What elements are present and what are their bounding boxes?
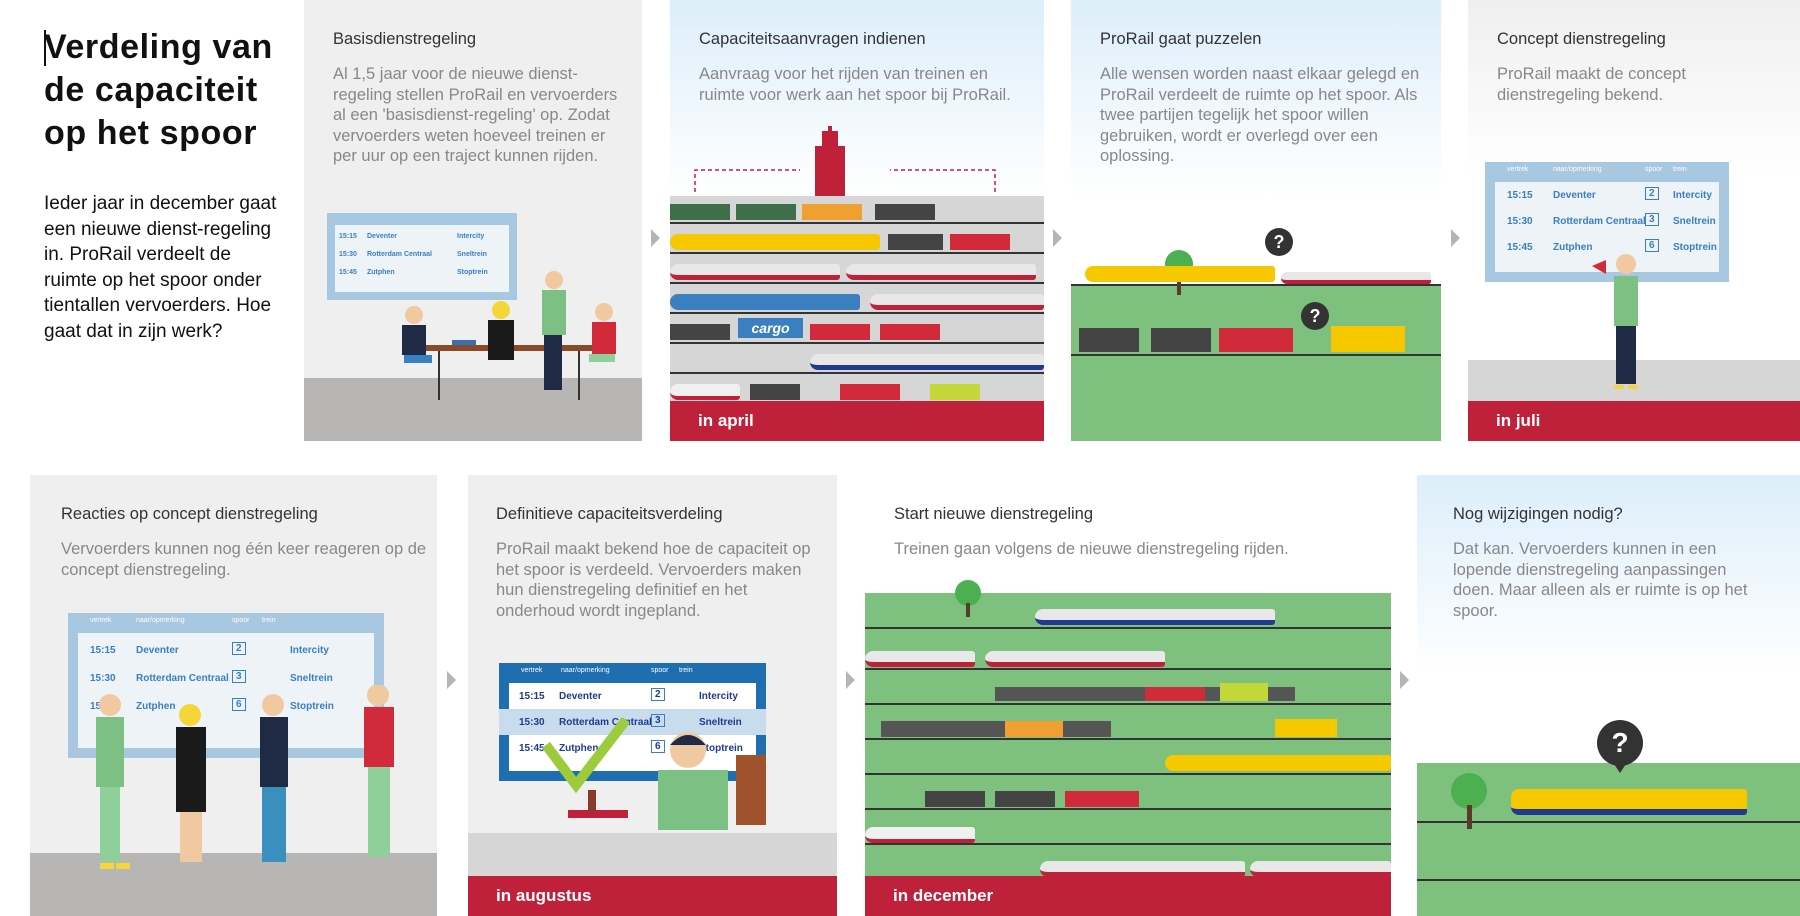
panel-text: Vervoerders kunnen nog één keer reageren…: [61, 540, 427, 579]
panel-basisdienstregeling: Basisdienstregeling Al 1,5 jaar voor de …: [304, 0, 642, 441]
step-arrow: [1451, 229, 1460, 247]
announcer-illustration: [1592, 254, 1638, 389]
panel-title: Reacties op concept dienstregeling: [61, 505, 318, 523]
intro-text: Ieder jaar in december gaat een nieuwe d…: [44, 193, 277, 342]
panel-title: Definitieve capaciteitsverdeling: [496, 505, 723, 523]
step-arrow: [1400, 671, 1409, 689]
panel-text: ProRail maakt de concept dienstregeling …: [1497, 65, 1686, 104]
panel-footer: in april: [670, 401, 1044, 441]
panel-title: Basisdienstregeling: [333, 30, 477, 48]
step-arrow: [447, 671, 456, 689]
step-arrow: [846, 671, 855, 689]
timetable-board: vertrek naar/opmerking spoor trein 15:15…: [68, 613, 384, 758]
panel-title: Nog wijzigingen nodig?: [1453, 505, 1623, 523]
discussion-illustration: [96, 685, 394, 869]
panel-title: Capaciteitsaanvragen indienen: [699, 30, 926, 48]
panel-capaciteitsaanvragen: Capaciteitsaanvragen indienen Aanvraag v…: [670, 0, 1044, 441]
step-arrow: [1053, 229, 1062, 247]
question-marker-icon: ?: [1301, 302, 1329, 330]
question-marker-icon: ?: [1597, 720, 1643, 766]
panel-text: Treinen gaan volgens de nieuwe dienstreg…: [894, 540, 1289, 558]
panel-text: Dat kan. Vervoerders kunnen in een lopen…: [1453, 540, 1748, 620]
step-arrow: [651, 229, 660, 247]
text-cursor: [44, 30, 46, 66]
meeting-illustration: [402, 271, 616, 400]
panel-reacties: Reacties op concept dienstregeling Vervo…: [30, 475, 437, 916]
panel-text: Al 1,5 jaar voor de nieuwe dienst-regeli…: [333, 65, 618, 166]
floor: [304, 378, 642, 441]
panel-text: ProRail maakt bekend hoe de capaciteit o…: [496, 540, 811, 620]
panel-concept-dienstregeling: Concept dienstregeling ProRail maakt de …: [1468, 0, 1800, 441]
timetable-board: vertrek naar/opmerking spoor trein 15:15…: [1485, 162, 1729, 282]
judge-illustration: [568, 732, 766, 830]
panel-text: Alle wensen worden naast elkaar gelegd e…: [1100, 65, 1420, 166]
panel-footer: in juli: [1468, 401, 1800, 441]
tree-icon: [1451, 773, 1487, 809]
panel-title: Start nieuwe dienstregeling: [894, 505, 1094, 523]
prorail-building-icon: [815, 126, 845, 196]
page-title: Verdeling van de capaciteit op het spoor: [44, 28, 273, 152]
checkmark-icon: [542, 716, 630, 794]
panel-title: ProRail gaat puzzelen: [1100, 30, 1262, 48]
panel-footer: in december: [865, 876, 1391, 916]
panel-puzzelen: ProRail gaat puzzelen Alle wensen worden…: [1071, 0, 1441, 441]
grass: [1071, 284, 1441, 441]
tree-icon: [955, 580, 981, 606]
panel-definitieve-verdeling: Definitieve capaciteitsverdeling ProRail…: [468, 475, 837, 916]
panel-footer: in augustus: [468, 876, 837, 916]
request-arrows-icon: [694, 169, 996, 192]
panel-start-dienstregeling: Start nieuwe dienstregeling Treinen gaan…: [865, 475, 1391, 916]
panel-wijzigingen: Nog wijzigingen nodig? Dat kan. Vervoerd…: [1417, 475, 1800, 916]
question-marker-icon: ?: [1265, 228, 1293, 256]
cargo-label: cargo: [738, 318, 803, 338]
panel-text: Aanvraag voor het rijden van treinen en …: [699, 65, 1011, 104]
panel-title: Concept dienstregeling: [1497, 30, 1666, 48]
